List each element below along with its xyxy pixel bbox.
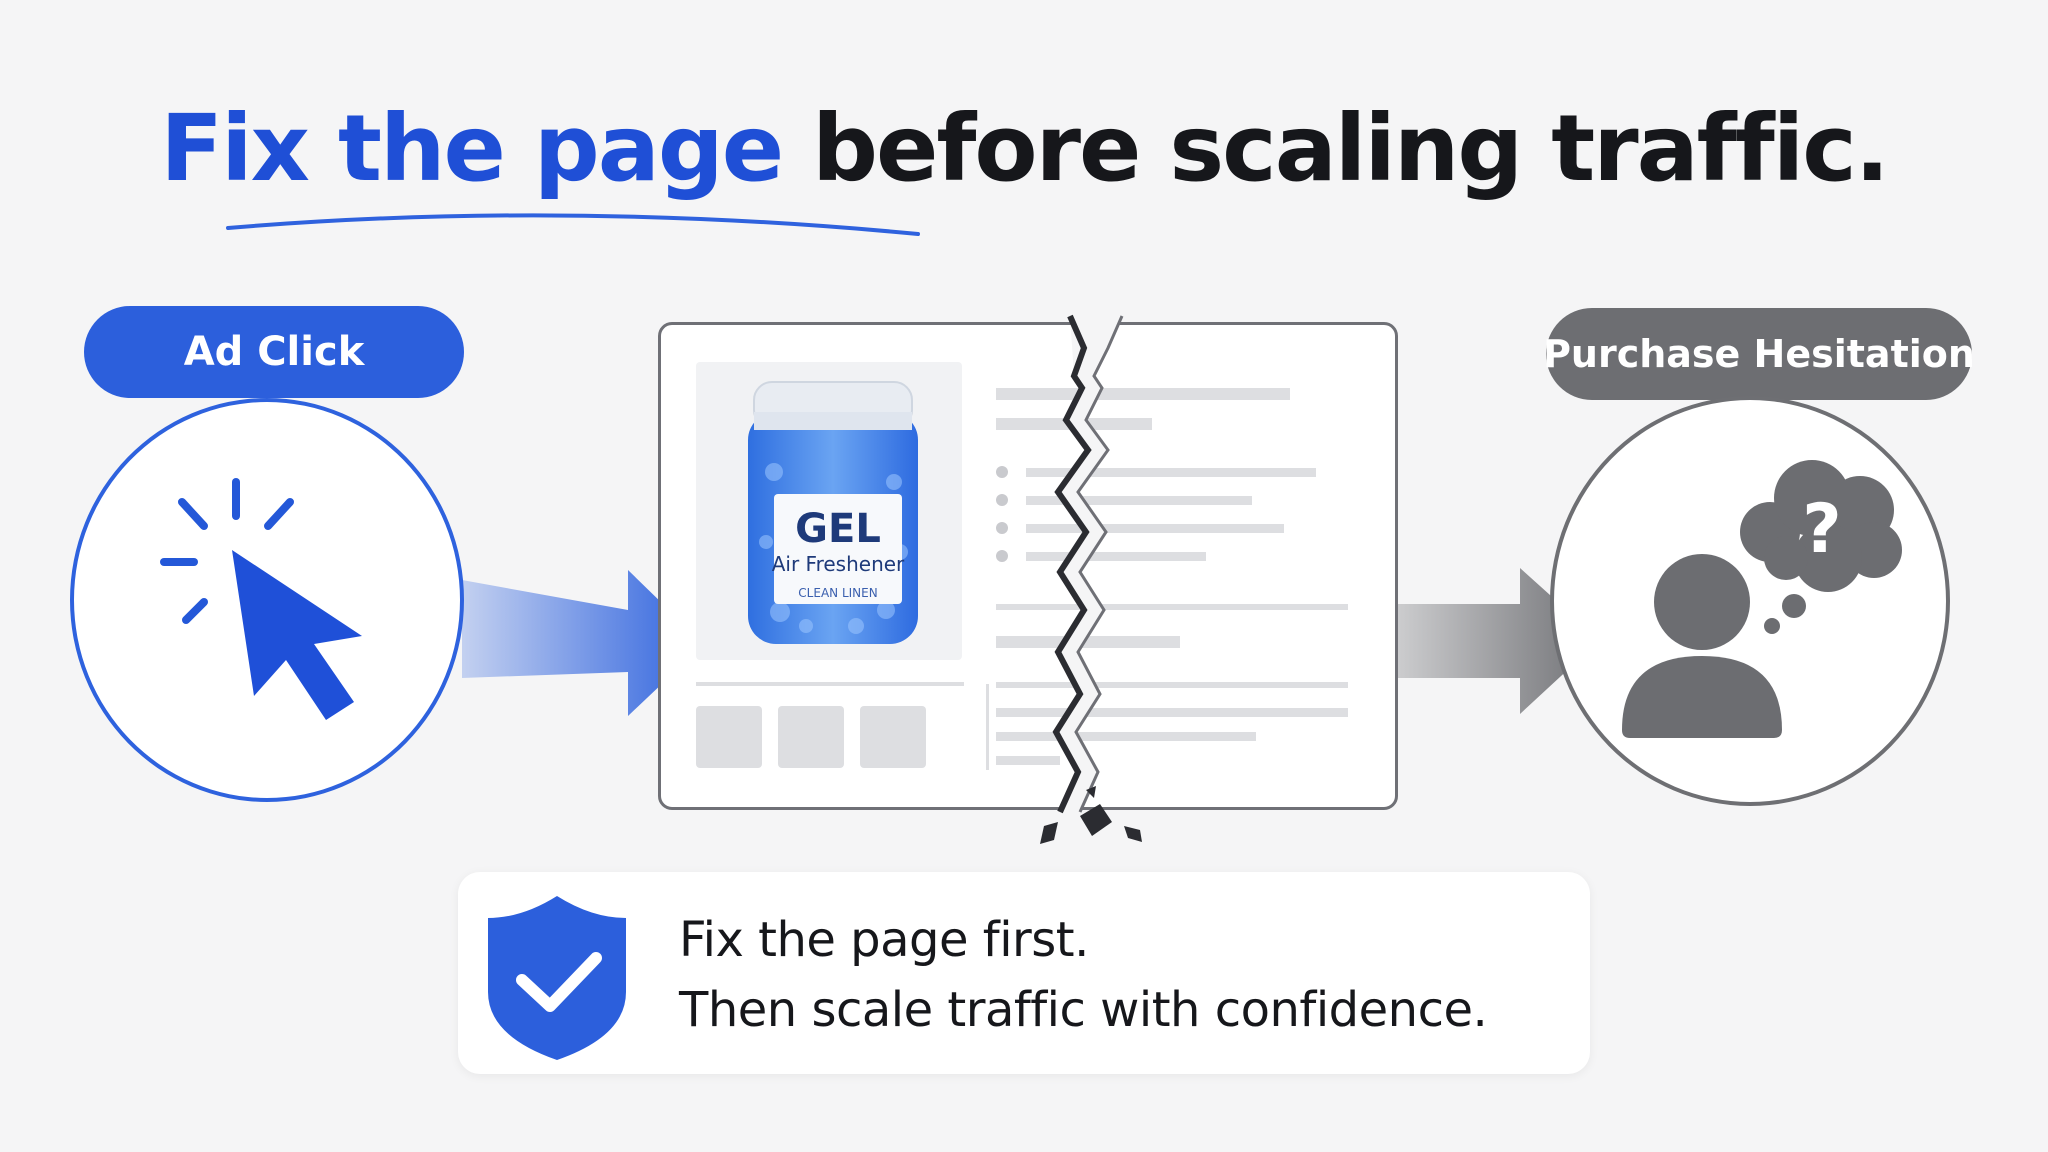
callout-line-1: Fix the page first. [679,912,1089,968]
headline-rest: before scaling traffic. [782,95,1890,202]
callout-box [458,872,1590,1074]
person-question-icon: ? [1622,460,1902,738]
product-subtitle: Air Freshener [771,552,905,576]
purchase-hesitation-pill: Purchase Hesitation [1543,308,1975,400]
ad-click-pill: Ad Click [84,306,464,398]
ad-click-label: Ad Click [183,329,365,375]
headline-underline [226,213,920,236]
product-scent: CLEAN LINEN [798,586,878,600]
product-image [696,362,962,660]
headline-highlight: Fix the page [160,95,784,202]
purchase-hesitation-label: Purchase Hesitation [1543,332,1975,376]
product-title: GEL [795,506,881,552]
gel-jar-illustration [748,381,918,644]
svg-text:?: ? [1802,490,1841,569]
callout-line-2: Then scale traffic with confidence. [679,982,1488,1038]
cursor-click-icon [160,478,362,720]
headline: Fix the page before scaling traffic. [0,95,2048,202]
purchase-hesitation-circle: ? [1550,396,1950,806]
